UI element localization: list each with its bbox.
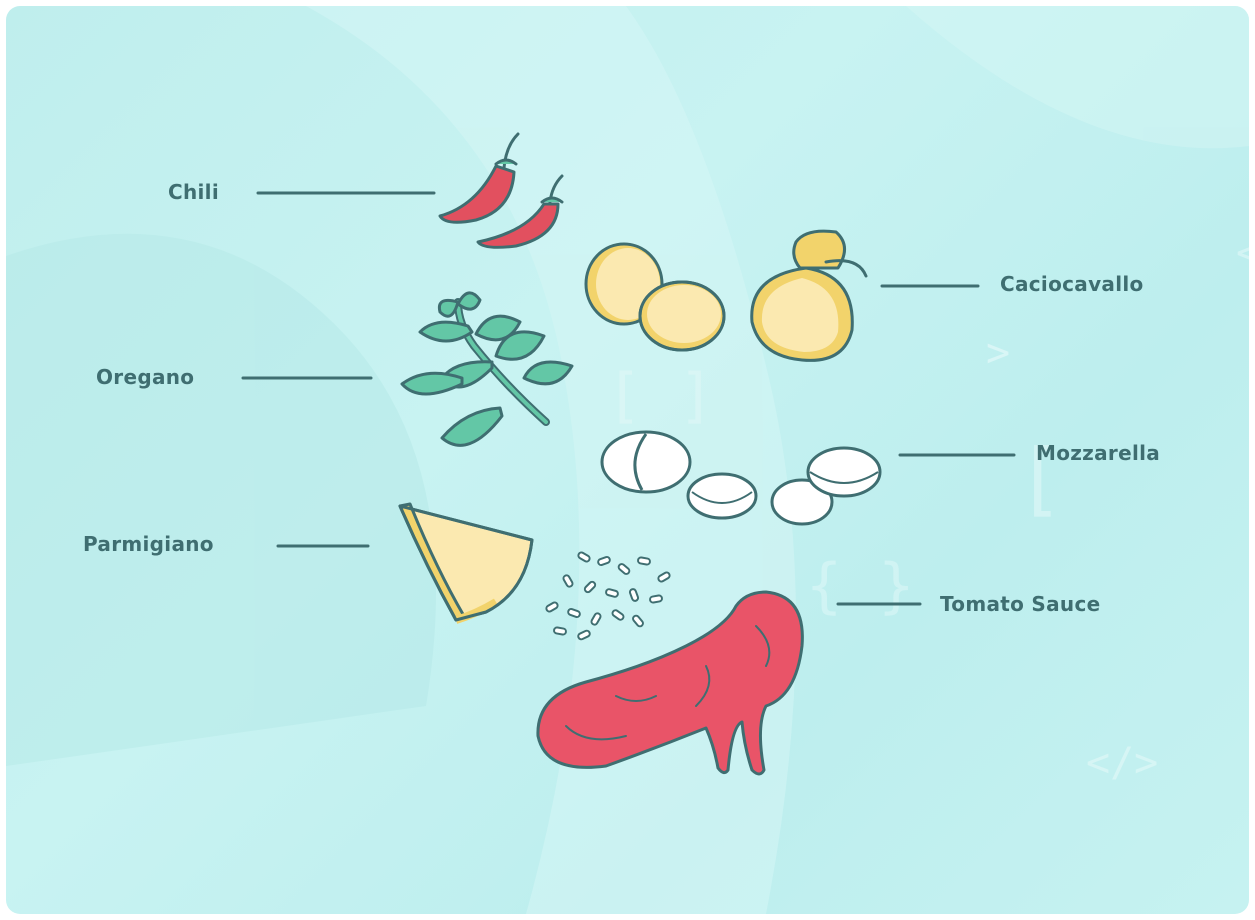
caciocavallo-icon	[752, 231, 866, 360]
chili-label: Chili	[168, 180, 219, 204]
oregano-icon	[402, 293, 572, 445]
illustration-frame: > </> [ ] [ { } <	[6, 6, 1249, 914]
mozzarella-label: Mozzarella	[1036, 441, 1160, 465]
svg-text:{ }: { }	[806, 551, 914, 621]
caciocavallo-label: Caciocavallo	[1000, 272, 1144, 296]
oregano-label: Oregano	[96, 365, 194, 389]
svg-text:>: >	[986, 330, 1010, 376]
svg-text:<: <	[1236, 230, 1249, 276]
svg-text:</>: </>	[1086, 740, 1158, 786]
parmigiano-label: Parmigiano	[83, 532, 214, 556]
svg-text:[ ]: [ ]	[606, 361, 714, 431]
tomato-sauce-label: Tomato Sauce	[940, 592, 1101, 616]
